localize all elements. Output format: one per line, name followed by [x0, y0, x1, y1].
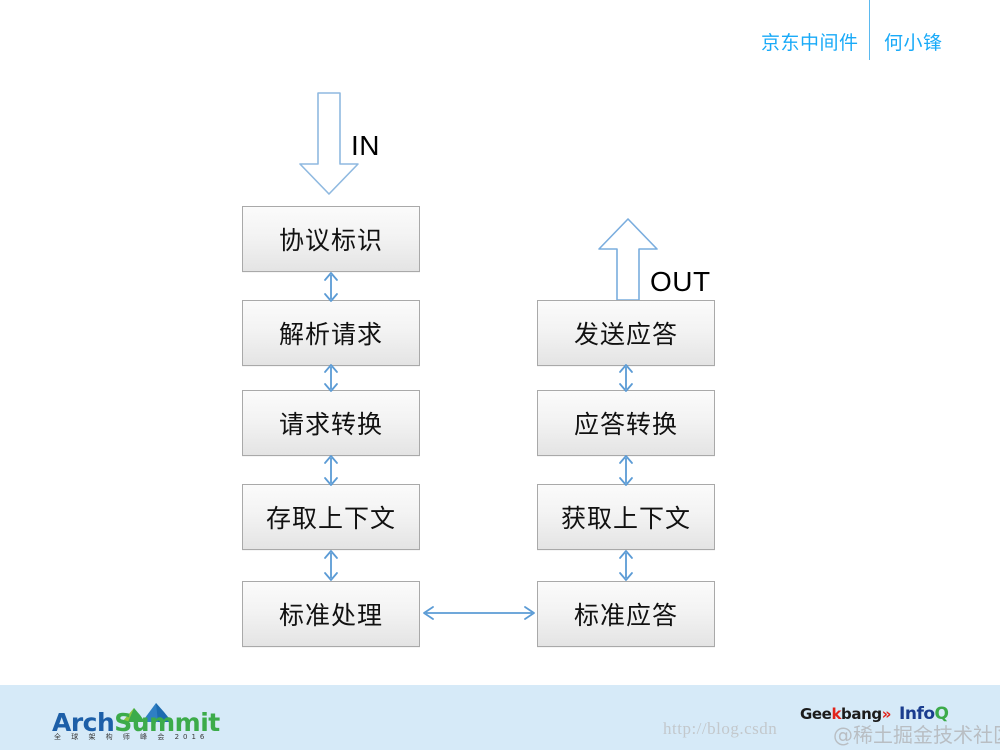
flow-box-label: 解析请求 — [278, 320, 383, 349]
geekbang-text-post: bang — [841, 705, 882, 723]
header-separator — [869, 0, 870, 60]
archsummit-logo: ArchSummit 全 球 架 构 师 峰 会 2016 — [52, 700, 220, 742]
flow-box-label: 发送应答 — [573, 320, 678, 349]
archsummit-word-arch: Arch — [52, 708, 115, 737]
connector-arrow-horizontal — [420, 603, 542, 625]
archsummit-wordmark: ArchSummit — [52, 708, 220, 737]
flow-box-label: 获取上下文 — [560, 504, 691, 533]
flow-box-response-transform[interactable]: 应答转换 — [537, 390, 715, 456]
watermark-brand: @稀土掘金技术社区 — [833, 723, 1000, 747]
flow-box-standard-process[interactable]: 标准处理 — [242, 581, 420, 647]
geekbang-text-accent: k — [831, 705, 842, 723]
geekbang-text-pre: Gee — [800, 705, 832, 723]
flow-box-label: 协议标识 — [278, 226, 383, 255]
header-organization: 京东中间件 — [761, 32, 859, 54]
connector-arrow-left-1 — [320, 270, 342, 316]
flow-box-protocol-identify[interactable]: 协议标识 — [242, 206, 420, 272]
sponsor-logos: Geekbang» InfoQ — [800, 704, 949, 724]
flow-box-label: 存取上下文 — [265, 504, 396, 533]
geekbang-logo: Geekbang» — [800, 705, 891, 723]
in-block-arrow — [298, 92, 360, 196]
flow-box-label: 请求转换 — [278, 410, 383, 439]
archsummit-word-summit: Summit — [114, 708, 220, 737]
connector-arrow-left-4 — [320, 549, 342, 595]
watermark-url: http://blog.csdn — [663, 719, 778, 738]
infoq-logo: InfoQ — [899, 704, 949, 724]
connector-arrow-right-3 — [615, 549, 637, 595]
infoq-text-pre: Info — [899, 704, 935, 724]
connector-arrow-left-3 — [320, 454, 342, 500]
header-author: 何小锋 — [884, 32, 943, 54]
flow-box-request-transform[interactable]: 请求转换 — [242, 390, 420, 456]
archsummit-tagline: 全 球 架 构 师 峰 会 2016 — [54, 733, 209, 741]
flow-box-standard-response[interactable]: 标准应答 — [537, 581, 715, 647]
flow-box-parse-request[interactable]: 解析请求 — [242, 300, 420, 366]
mountain-icon — [114, 700, 184, 729]
geekbang-chevron-icon: » — [881, 705, 892, 723]
connector-arrow-right-2 — [615, 454, 637, 500]
flow-box-label: 标准应答 — [573, 601, 678, 630]
out-label: OUT — [650, 266, 711, 297]
flow-box-label: 标准处理 — [278, 601, 383, 630]
connector-arrow-right-1 — [615, 363, 637, 409]
flow-box-label: 应答转换 — [573, 410, 678, 439]
flow-box-send-response[interactable]: 发送应答 — [537, 300, 715, 366]
infoq-text-q: Q — [934, 704, 949, 724]
flow-box-fetch-context[interactable]: 获取上下文 — [537, 484, 715, 550]
connector-arrow-left-2 — [320, 363, 342, 409]
in-label: IN — [351, 130, 380, 161]
